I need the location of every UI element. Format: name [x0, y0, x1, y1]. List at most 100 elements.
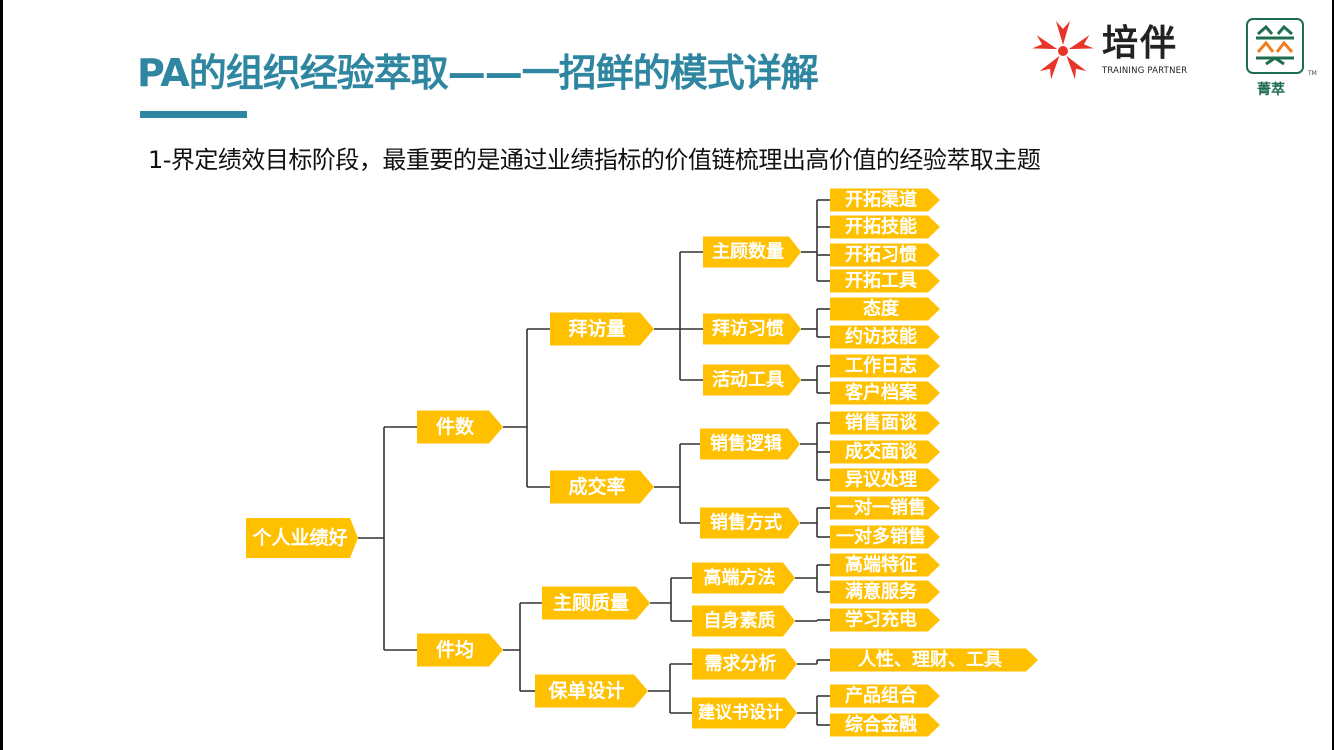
title-underline	[140, 111, 247, 118]
tree-node-level-4: 综合金融	[830, 713, 940, 737]
node-label: 建议书设计	[698, 702, 783, 723]
slide-border-left	[0, 0, 3, 750]
red-star-flower-icon	[1032, 21, 1094, 80]
node-label: 客户档案	[845, 382, 918, 404]
node-label: 态度	[863, 298, 900, 320]
node-label: 开拓技能	[845, 216, 917, 238]
page-title: PA的组织经验萃取——一招鲜的模式详解	[137, 51, 819, 95]
node-label: 自身素质	[704, 610, 776, 632]
connector-lines	[358, 199, 830, 726]
node-label: 活动工具	[712, 369, 784, 391]
node-label: 销售面谈	[845, 412, 918, 434]
node-arrow-shape	[703, 364, 801, 396]
training-partner-name: 培伴	[1102, 23, 1179, 64]
node-arrow-shape	[830, 496, 940, 520]
node-label: 保单设计	[547, 679, 624, 702]
node-arrow-shape	[246, 518, 358, 558]
tree-node-level-2: 主顾质量	[542, 586, 650, 620]
node-label: 销售方式	[710, 512, 782, 534]
node-label: 主顾质量	[553, 592, 629, 614]
node-arrow-shape	[830, 684, 940, 708]
tree-node-level-3: 需求分析	[692, 648, 797, 680]
node-arrow-shape	[830, 468, 940, 492]
node-arrow-shape	[692, 697, 797, 729]
tree-node-level-4: 一对多销售	[830, 525, 940, 549]
node-label: 学习充电	[845, 609, 917, 631]
node-arrow-shape	[830, 188, 940, 212]
node-arrow-shape	[550, 312, 654, 346]
node-arrow-shape	[542, 586, 650, 620]
node-label: 满意服务	[845, 581, 918, 603]
node-label: 一对多销售	[836, 526, 926, 548]
node-label: 成交率	[568, 475, 625, 498]
node-label: 件均	[436, 638, 474, 661]
node-label: 约访技能	[845, 326, 917, 348]
node-label: 个人业绩好	[251, 526, 347, 549]
node-arrow-shape	[830, 440, 940, 464]
node-arrow-shape	[830, 553, 940, 577]
tree-node-level-4: 开拓工具	[830, 269, 940, 293]
tree-node-level-4: 约访技能	[830, 325, 940, 349]
tree-node-level-3: 高端方法	[692, 562, 795, 594]
tree-node-level-3: 销售方式	[700, 507, 800, 539]
node-arrow-shape	[550, 470, 654, 504]
tree-node-level-4: 客户档案	[830, 381, 940, 405]
tree-node-level-2: 保单设计	[535, 674, 648, 708]
node-label: 成交面谈	[845, 441, 918, 463]
node-arrow-shape	[830, 525, 940, 549]
slide-border-right	[1332, 0, 1334, 750]
node-label: 开拓习惯	[845, 244, 917, 266]
node-arrow-shape	[535, 674, 648, 708]
tree-node-level-4: 开拓技能	[830, 215, 940, 239]
node-arrow-shape	[692, 562, 795, 594]
node-arrow-shape	[830, 354, 940, 378]
node-label: 件数	[436, 415, 475, 438]
tree-node-level-3: 活动工具	[703, 364, 801, 396]
training-partner-logo: 培伴 TRAINING PARTNER	[1030, 18, 1220, 84]
training-partner-tagline: TRAINING PARTNER	[1102, 66, 1188, 76]
jingcui-emblem-frame	[1246, 18, 1304, 74]
jingcui-name: 菁萃	[1257, 82, 1285, 98]
tree-node-level-2: 拜访量	[550, 312, 654, 346]
node-label: 异议处理	[845, 469, 917, 491]
node-arrow-shape	[703, 236, 801, 268]
jingcui-logo: TM 菁萃	[1246, 18, 1326, 108]
tree-node-level-3: 自身素质	[692, 605, 795, 637]
tree-node-level-2: 成交率	[550, 470, 654, 504]
node-label: 拜访量	[568, 317, 625, 340]
tree-node-level-4: 开拓渠道	[830, 188, 940, 212]
node-arrow-shape	[417, 633, 503, 667]
node-arrow-shape	[830, 269, 940, 293]
tree-node-level-1: 件数	[417, 410, 503, 444]
tree-node-level-4: 高端特征	[830, 553, 940, 577]
node-label: 开拓工具	[845, 270, 917, 292]
tree-node-level-3: 拜访习惯	[703, 313, 801, 345]
node-label: 销售逻辑	[710, 433, 782, 455]
node-arrow-shape	[830, 215, 940, 239]
jingcui-emblem-icon	[1256, 24, 1294, 66]
node-arrow-shape	[692, 605, 795, 637]
tree-node-level-3: 销售逻辑	[700, 428, 800, 460]
node-arrow-shape	[830, 297, 940, 321]
node-arrow-shape	[830, 648, 1038, 672]
tree-node-level-4: 工作日志	[830, 354, 940, 378]
node-label: 需求分析	[705, 653, 777, 675]
tree-node-level-4: 学习充电	[830, 608, 940, 632]
tree-node-level-4: 一对一销售	[830, 496, 940, 520]
node-label: 工作日志	[845, 355, 917, 377]
node-arrow-shape	[830, 243, 940, 267]
tree-node-level-0: 个人业绩好	[246, 518, 358, 558]
tree-node-level-4: 产品组合	[830, 684, 940, 708]
node-arrow-shape	[830, 381, 940, 405]
node-arrow-shape	[830, 411, 940, 435]
node-label: 一对一销售	[836, 497, 926, 519]
page-subtitle: 1-界定绩效目标阶段，最重要的是通过业绩指标的价值链梳理出高价值的经验萃取主题	[148, 146, 1041, 174]
node-arrow-shape	[830, 325, 940, 349]
node-label: 开拓渠道	[845, 189, 917, 211]
tree-node-level-1: 件均	[417, 633, 503, 667]
tree-node-level-3: 建议书设计	[692, 697, 797, 729]
node-label: 主顾数量	[712, 241, 784, 263]
tree-node-level-4: 成交面谈	[830, 440, 940, 464]
tree-node-level-4: 开拓习惯	[830, 243, 940, 267]
